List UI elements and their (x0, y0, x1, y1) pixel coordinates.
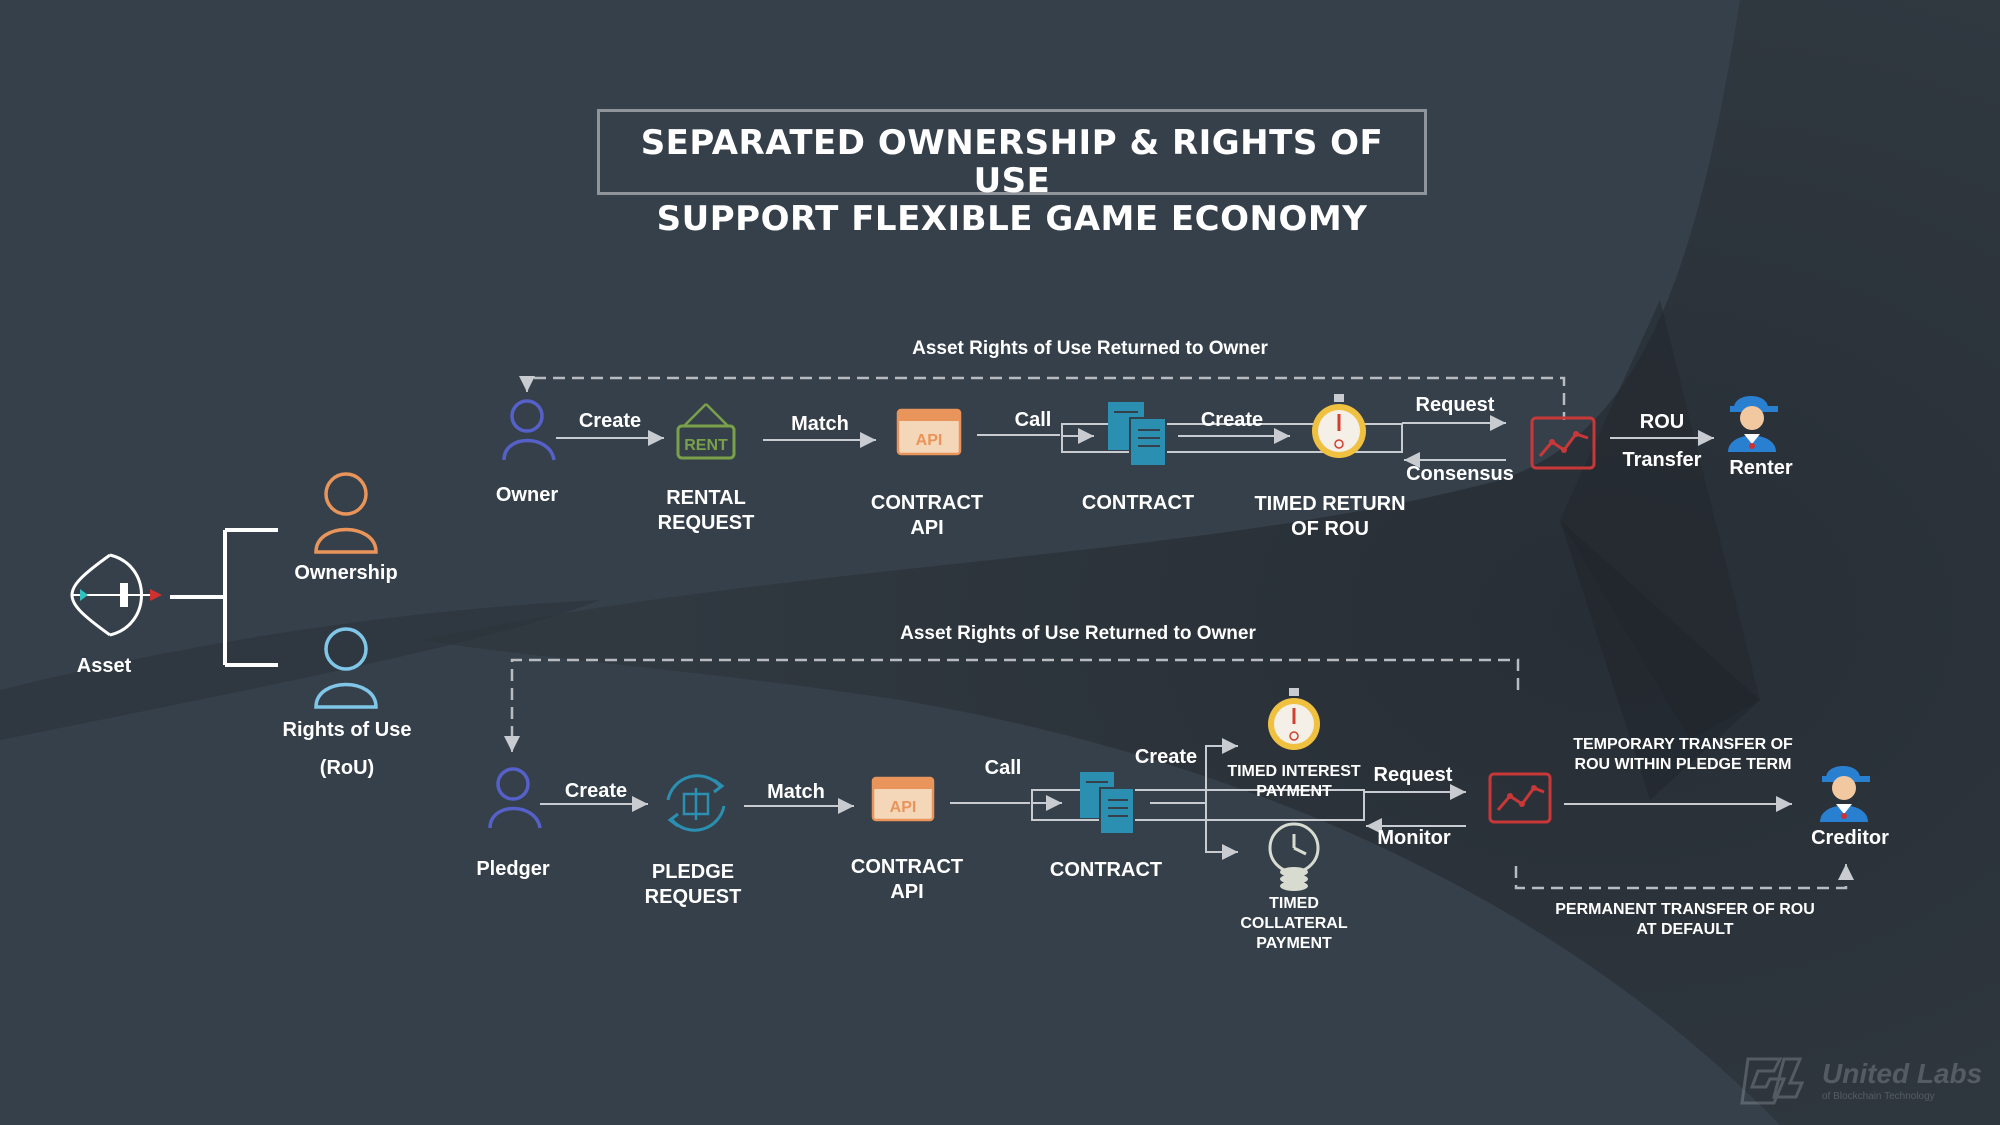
pledge-return-dashed-line (510, 658, 1520, 750)
svg-text:API: API (890, 799, 917, 816)
pledge-match-label: Match (767, 781, 825, 803)
transfer-label: Transfer (1622, 449, 1702, 471)
rental-create-label: Create (578, 410, 642, 432)
perm-transfer-label-1: PERMANENT TRANSFER OF ROU (1555, 901, 1815, 918)
pledge-contract-api-icon: API (871, 776, 935, 822)
rental-consensus-label: Consensus (1406, 463, 1514, 485)
ownership-person-icon (314, 472, 378, 554)
pledge-create2-label: Create (1134, 746, 1198, 768)
rental-request-arrow-label: Request (1415, 394, 1495, 416)
rental-return-label: Asset Rights of Use Returned to Owner (912, 338, 1268, 359)
permanent-transfer-dashed-line (1514, 866, 1848, 890)
svg-text:RENT: RENT (684, 437, 728, 454)
collateral-label-2: COLLATERAL (1240, 915, 1348, 932)
timed-return-label-2: OF ROU (1291, 518, 1369, 540)
asset-label: Asset (76, 655, 132, 677)
creditor-label: Creditor (1811, 827, 1889, 849)
svg-text:API: API (916, 432, 943, 449)
pledge-contract-api-label-1: CONTRACT (850, 856, 964, 878)
pledger-label: Pledger (476, 858, 550, 880)
creditor-person-icon (1820, 766, 1870, 822)
rental-contract-label: CONTRACT (1081, 492, 1195, 514)
pledge-contract-label: CONTRACT (1049, 859, 1163, 881)
pledge-request-label-2: REQUEST (644, 886, 742, 908)
timed-interest-timer-icon (1268, 688, 1320, 750)
pledge-return-label: Asset Rights of Use Returned to Owner (900, 623, 1256, 644)
rental-call-label: Call (1014, 409, 1052, 431)
pledge-create-label: Create (564, 780, 628, 802)
pledge-contract-bracket (1031, 789, 1365, 821)
ownership-label: Ownership (294, 562, 398, 584)
title-box: SEPARATED OWNERSHIP & RIGHTS OF USE SUPP… (597, 109, 1427, 238)
bow-icon (70, 553, 162, 637)
pledger-person-icon (488, 767, 542, 829)
pledge-contract-doc-icon (1080, 772, 1135, 835)
timed-return-timer-icon (1312, 394, 1366, 458)
rights-of-use-label: Rights of Use (282, 719, 412, 741)
rou-abbr-label: (RoU) (319, 757, 375, 779)
renter-label: Renter (1729, 457, 1793, 479)
collateral-clock-coins-icon (1268, 822, 1320, 891)
temp-transfer-label-1: TEMPORARY TRANSFER OF (1573, 736, 1793, 753)
temp-transfer-label-2: ROU WITHIN PLEDGE TERM (1574, 756, 1792, 773)
rental-request-label-1: RENTAL (666, 487, 746, 509)
contract-doc-icon (1108, 402, 1167, 467)
united-labs-logo: United Labs of Blockchain Technology (1740, 1057, 1982, 1105)
contract-api-icon: API (896, 408, 962, 456)
svg-text:United Labs: United Labs (1822, 1058, 1982, 1089)
rental-request-label-2: REQUEST (657, 512, 755, 534)
collateral-label-1: TIMED (1269, 895, 1319, 912)
perm-transfer-label-2: AT DEFAULT (1636, 921, 1734, 938)
pledge-request-arrow-label: Request (1373, 764, 1453, 786)
timed-return-label-1: TIMED RETURN (1254, 493, 1406, 515)
pledge-monitor-label: Monitor (1377, 827, 1451, 849)
owner-label: Owner (495, 484, 559, 506)
pledge-chart-icon (1488, 772, 1552, 824)
contract-api-label-1: CONTRACT (870, 492, 984, 514)
rent-sign-icon: RENT (676, 403, 736, 460)
timed-interest-label-2: PAYMENT (1256, 783, 1332, 800)
title-line-1: SEPARATED OWNERSHIP & RIGHTS OF USE (640, 123, 1384, 201)
pledge-contract-api-label-2: API (890, 881, 924, 903)
pledge-exchange-icon (666, 774, 726, 832)
rental-match-label: Match (791, 413, 849, 435)
owner-person-icon (502, 399, 556, 461)
collateral-label-3: PAYMENT (1256, 935, 1332, 952)
tree-connector (170, 528, 278, 667)
title-line-2: SUPPORT FLEXIBLE GAME ECONOMY (656, 199, 1368, 239)
rental-create2-label: Create (1200, 409, 1264, 431)
contract-api-label-2: API (910, 517, 944, 539)
rou-label: ROU (1639, 411, 1685, 433)
renter-person-icon (1728, 396, 1778, 452)
rou-person-icon (314, 627, 378, 709)
pledge-request-label-1: PLEDGE (651, 861, 735, 883)
pledge-call-label: Call (984, 757, 1022, 779)
timed-interest-label-1: TIMED INTEREST (1227, 763, 1361, 780)
rental-chart-icon (1530, 416, 1596, 470)
rental-contract-bracket (1061, 423, 1403, 453)
svg-text:of Blockchain Technology: of Blockchain Technology (1822, 1091, 1935, 1102)
